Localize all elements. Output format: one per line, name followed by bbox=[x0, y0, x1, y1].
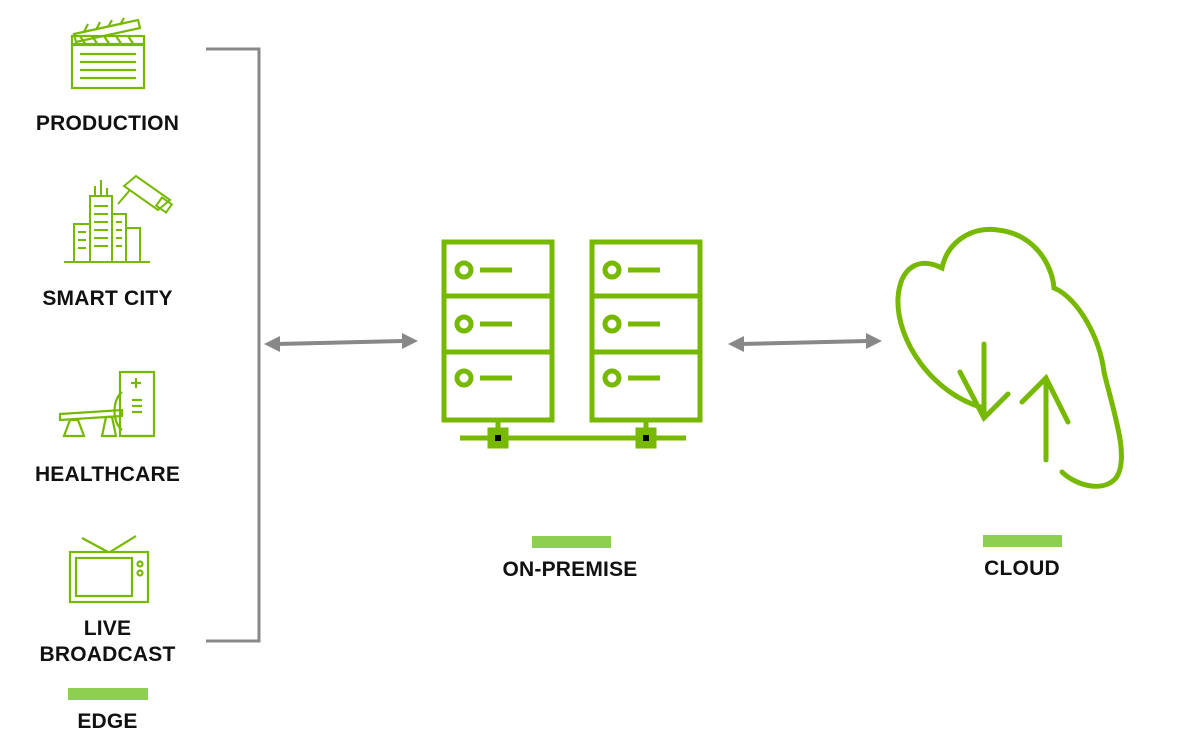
bidirectional-arrow-icon bbox=[724, 330, 888, 354]
edge-bracket bbox=[200, 40, 270, 650]
edge-item-label-healthcare: HEALTHCARE bbox=[34, 463, 181, 486]
cloud-tier-label: CLOUD bbox=[984, 557, 1060, 580]
edge-item-label-live: LIVE bbox=[83, 617, 132, 640]
edge-item-label-smart-city: SMART CITY bbox=[42, 287, 173, 310]
bidirectional-arrow-icon bbox=[260, 330, 424, 354]
edge-tier-label: EDGE bbox=[77, 710, 138, 733]
clapperboard-icon bbox=[66, 16, 152, 92]
on-premise-tier-bar bbox=[532, 536, 611, 548]
edge-tier-bar bbox=[68, 688, 148, 700]
cloud-sync-icon bbox=[888, 222, 1138, 494]
server-racks-icon bbox=[436, 234, 712, 454]
cloud-tier-bar bbox=[983, 535, 1062, 547]
on-premise-tier-label: ON-PREMISE bbox=[502, 558, 638, 581]
edge-item-label-broadcast: BROADCAST bbox=[39, 643, 176, 666]
medical-scanner-icon bbox=[56, 370, 160, 440]
tv-icon bbox=[66, 532, 152, 606]
city-camera-icon bbox=[62, 174, 174, 266]
edge-item-label-production: PRODUCTION bbox=[35, 112, 180, 135]
